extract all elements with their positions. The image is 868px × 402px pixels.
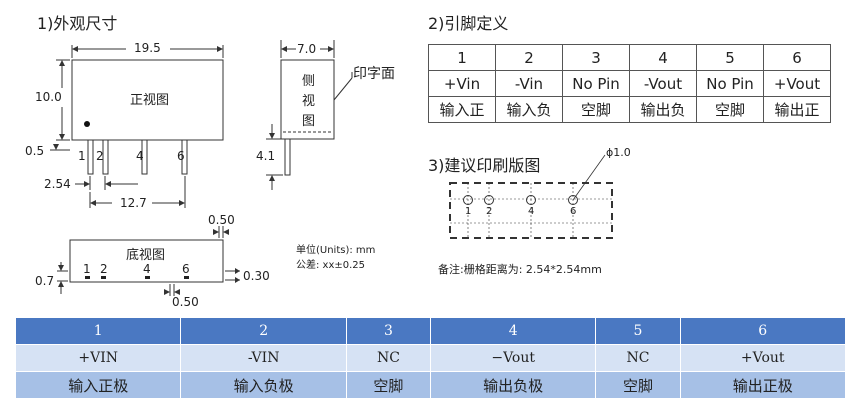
- side-view-char: 视: [302, 94, 316, 109]
- pin-signal-cell: −Vout: [429, 344, 597, 372]
- pin-length-label: 4.1: [256, 149, 276, 163]
- bottom-pin-number: 2: [100, 262, 108, 276]
- bottom-bottom-label: 0.50: [172, 295, 199, 309]
- bottom-view-body: [69, 239, 224, 283]
- table-row: +VIN -VIN NC −Vout NC +Vout: [14, 344, 846, 372]
- dimension-drawing: [50, 40, 353, 296]
- pin-signal-cell: -Vin: [495, 70, 563, 97]
- pin-signal-cell: +VIN: [14, 344, 182, 372]
- pin-number-cell: 2: [180, 317, 347, 345]
- pcb-layout-drawing: [449, 154, 613, 239]
- bottom-view-label: 底视图: [126, 248, 166, 263]
- front-pin-6: [181, 139, 188, 175]
- side-view-char: 图: [302, 114, 316, 129]
- table-row: 输入正极 输入负极 空脚 输出负极 空脚 输出正极: [14, 371, 846, 399]
- front-pin-number: 2: [96, 149, 104, 163]
- pin-function-cell: 空脚: [595, 371, 681, 399]
- front-height-label: 10.0: [35, 90, 62, 104]
- pin-number-cell: 6: [679, 317, 846, 345]
- pcb-pin-number: 1: [465, 206, 472, 217]
- units-note: 单位(Units): mm: [296, 245, 376, 256]
- pcb-hole-6: [568, 195, 578, 205]
- pin-number-cell: 5: [696, 44, 764, 71]
- pin-function-table: 1 2 3 4 5 6 +VIN -VIN NC −Vout NC +Vout …: [14, 317, 846, 399]
- pin-signal-cell: +Vout: [763, 70, 831, 97]
- pin-function-cell: 输入正极: [14, 371, 182, 399]
- table-row: 1 2 3 4 5 6: [428, 44, 831, 71]
- pcb-hole-2: [484, 195, 494, 205]
- pin-definition-title: 2)引脚定义: [428, 14, 509, 33]
- pin-function-cell: 输入负: [495, 96, 563, 123]
- bottom-pad-1: [85, 276, 90, 279]
- bottom-pin-number: 1: [83, 262, 91, 276]
- dims-title: 1)外观尺寸: [37, 14, 118, 33]
- pin-number-cell: 4: [629, 44, 697, 71]
- pin-function-cell: 空脚: [562, 96, 630, 123]
- pin-signal-cell: NC: [345, 344, 431, 372]
- pin-span-label: 12.7: [120, 196, 147, 210]
- pin-signal-cell: -VIN: [180, 344, 347, 372]
- grid-note: 备注:栅格距离为: 2.54*2.54mm: [438, 263, 602, 276]
- pin-number-cell: 1: [14, 317, 182, 345]
- pin-signal-cell: +Vin: [428, 70, 496, 97]
- pin-function-cell: 输入负极: [180, 371, 347, 399]
- front-view-label: 正视图: [130, 93, 170, 108]
- bottom-right-label: 0.30: [243, 269, 270, 283]
- pin-signal-cell: NC: [595, 344, 681, 372]
- bottom-top-label: 0.50: [208, 213, 235, 227]
- pin-signal-cell: -Vout: [629, 70, 697, 97]
- bottom-left-label: 0.7: [35, 274, 55, 288]
- front-pin-number: 4: [136, 149, 144, 163]
- hole-diameter-label: ϕ1.0: [606, 146, 631, 159]
- pin-function-cell: 空脚: [696, 96, 764, 123]
- front-pin-1: [87, 139, 94, 175]
- front-width-label: 19.5: [134, 41, 161, 55]
- pcb-pin-number: 4: [528, 206, 535, 217]
- pin-function-cell: 输出负: [629, 96, 697, 123]
- pin-signal-cell: +Vout: [679, 344, 846, 372]
- pin-number-cell: 2: [495, 44, 563, 71]
- table-row: +Vin -Vin No Pin -Vout No Pin +Vout: [428, 70, 831, 97]
- side-view-char: 侧: [302, 74, 316, 89]
- bottom-pin-number: 6: [182, 262, 190, 276]
- pcb-hole-4: [526, 195, 536, 205]
- side-view-pin: [284, 138, 291, 176]
- pin-pitch-label: 2.54: [44, 177, 71, 191]
- print-face-label: 印字面: [353, 66, 395, 82]
- pin-number-cell: 3: [345, 317, 431, 345]
- pin-function-cell: 输入正: [428, 96, 496, 123]
- pin-function-cell: 输出正: [763, 96, 831, 123]
- pcb-layout-title: 3)建议印刷版图: [428, 156, 541, 175]
- bottom-pad-2: [101, 276, 106, 279]
- pin-function-cell: 输出正极: [679, 371, 846, 399]
- pin-number-cell: 5: [595, 317, 681, 345]
- table-row: 1 2 3 4 5 6: [14, 317, 846, 345]
- bottom-pad-6: [184, 276, 189, 279]
- pin-definition-table: 1 2 3 4 5 6 +Vin -Vin No Pin -Vout No Pi…: [428, 44, 831, 123]
- front-pin-2: [102, 139, 109, 175]
- pin-signal-cell: No Pin: [562, 70, 630, 97]
- front-offset-label: 0.5: [25, 144, 45, 158]
- bottom-pin-number: 4: [143, 262, 151, 276]
- pin-number-cell: 1: [428, 44, 496, 71]
- pcb-hole-1: [463, 195, 473, 205]
- front-pin-number: 1: [78, 149, 86, 163]
- table-row: 输入正 输入负 空脚 输出负 空脚 输出正: [428, 96, 831, 123]
- pin-function-cell: 空脚: [345, 371, 431, 399]
- pcb-pin-number: 2: [486, 206, 493, 217]
- pin-number-cell: 6: [763, 44, 831, 71]
- front-pin-4: [141, 139, 148, 175]
- pin-function-cell: 输出负极: [429, 371, 597, 399]
- pin-number-cell: 3: [562, 44, 630, 71]
- bottom-pad-4: [145, 276, 150, 279]
- pcb-pin-number: 6: [570, 206, 577, 217]
- pin-number-cell: 4: [429, 317, 597, 345]
- pin1-marker-dot: [84, 121, 90, 127]
- front-pin-number: 6: [177, 149, 185, 163]
- side-width-label: 7.0: [297, 42, 317, 56]
- tolerance-note: 公差: xx±0.25: [296, 260, 366, 271]
- pin-signal-cell: No Pin: [696, 70, 764, 97]
